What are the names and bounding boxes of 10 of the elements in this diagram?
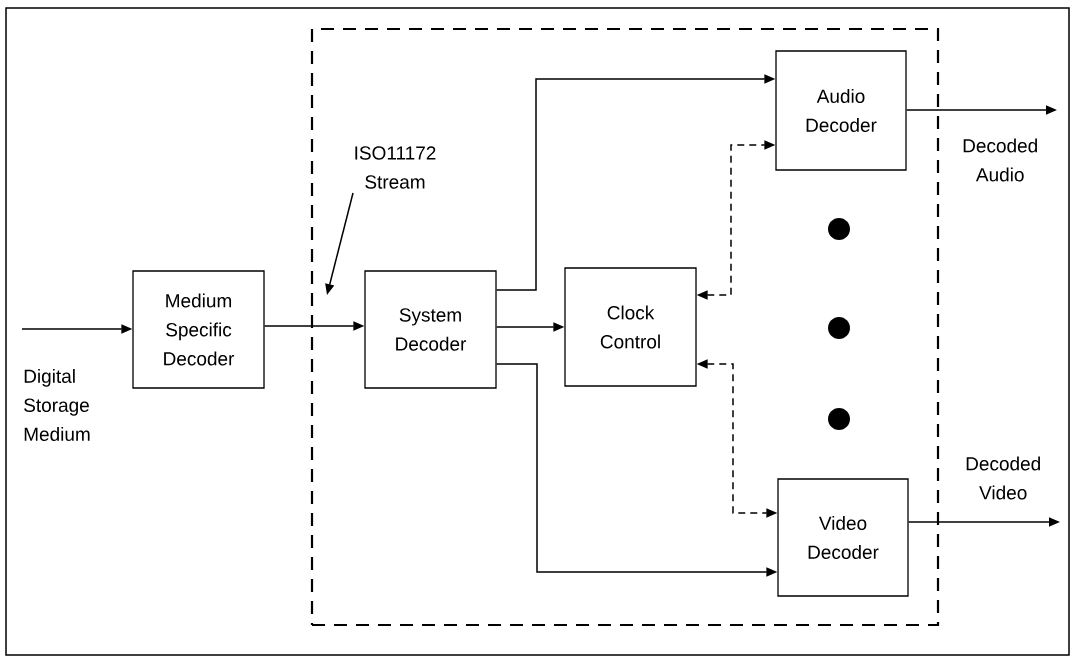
process-box: Video Decoder [777, 478, 909, 597]
caption-text: Decoded Video [966, 456, 1040, 500]
caption-text: Decoded Audio [963, 138, 1037, 182]
process-box: System Decoder [364, 270, 497, 389]
process-box: Medium Specific Decoder [132, 270, 265, 389]
process-box: Clock Control [564, 267, 697, 387]
caption-text: Digital Storage Medium [24, 369, 90, 441]
dashed-boundary-box [310, 27, 940, 627]
process-box: Audio Decoder [775, 50, 907, 171]
stream-label: ISO11172 Stream [355, 146, 436, 189]
